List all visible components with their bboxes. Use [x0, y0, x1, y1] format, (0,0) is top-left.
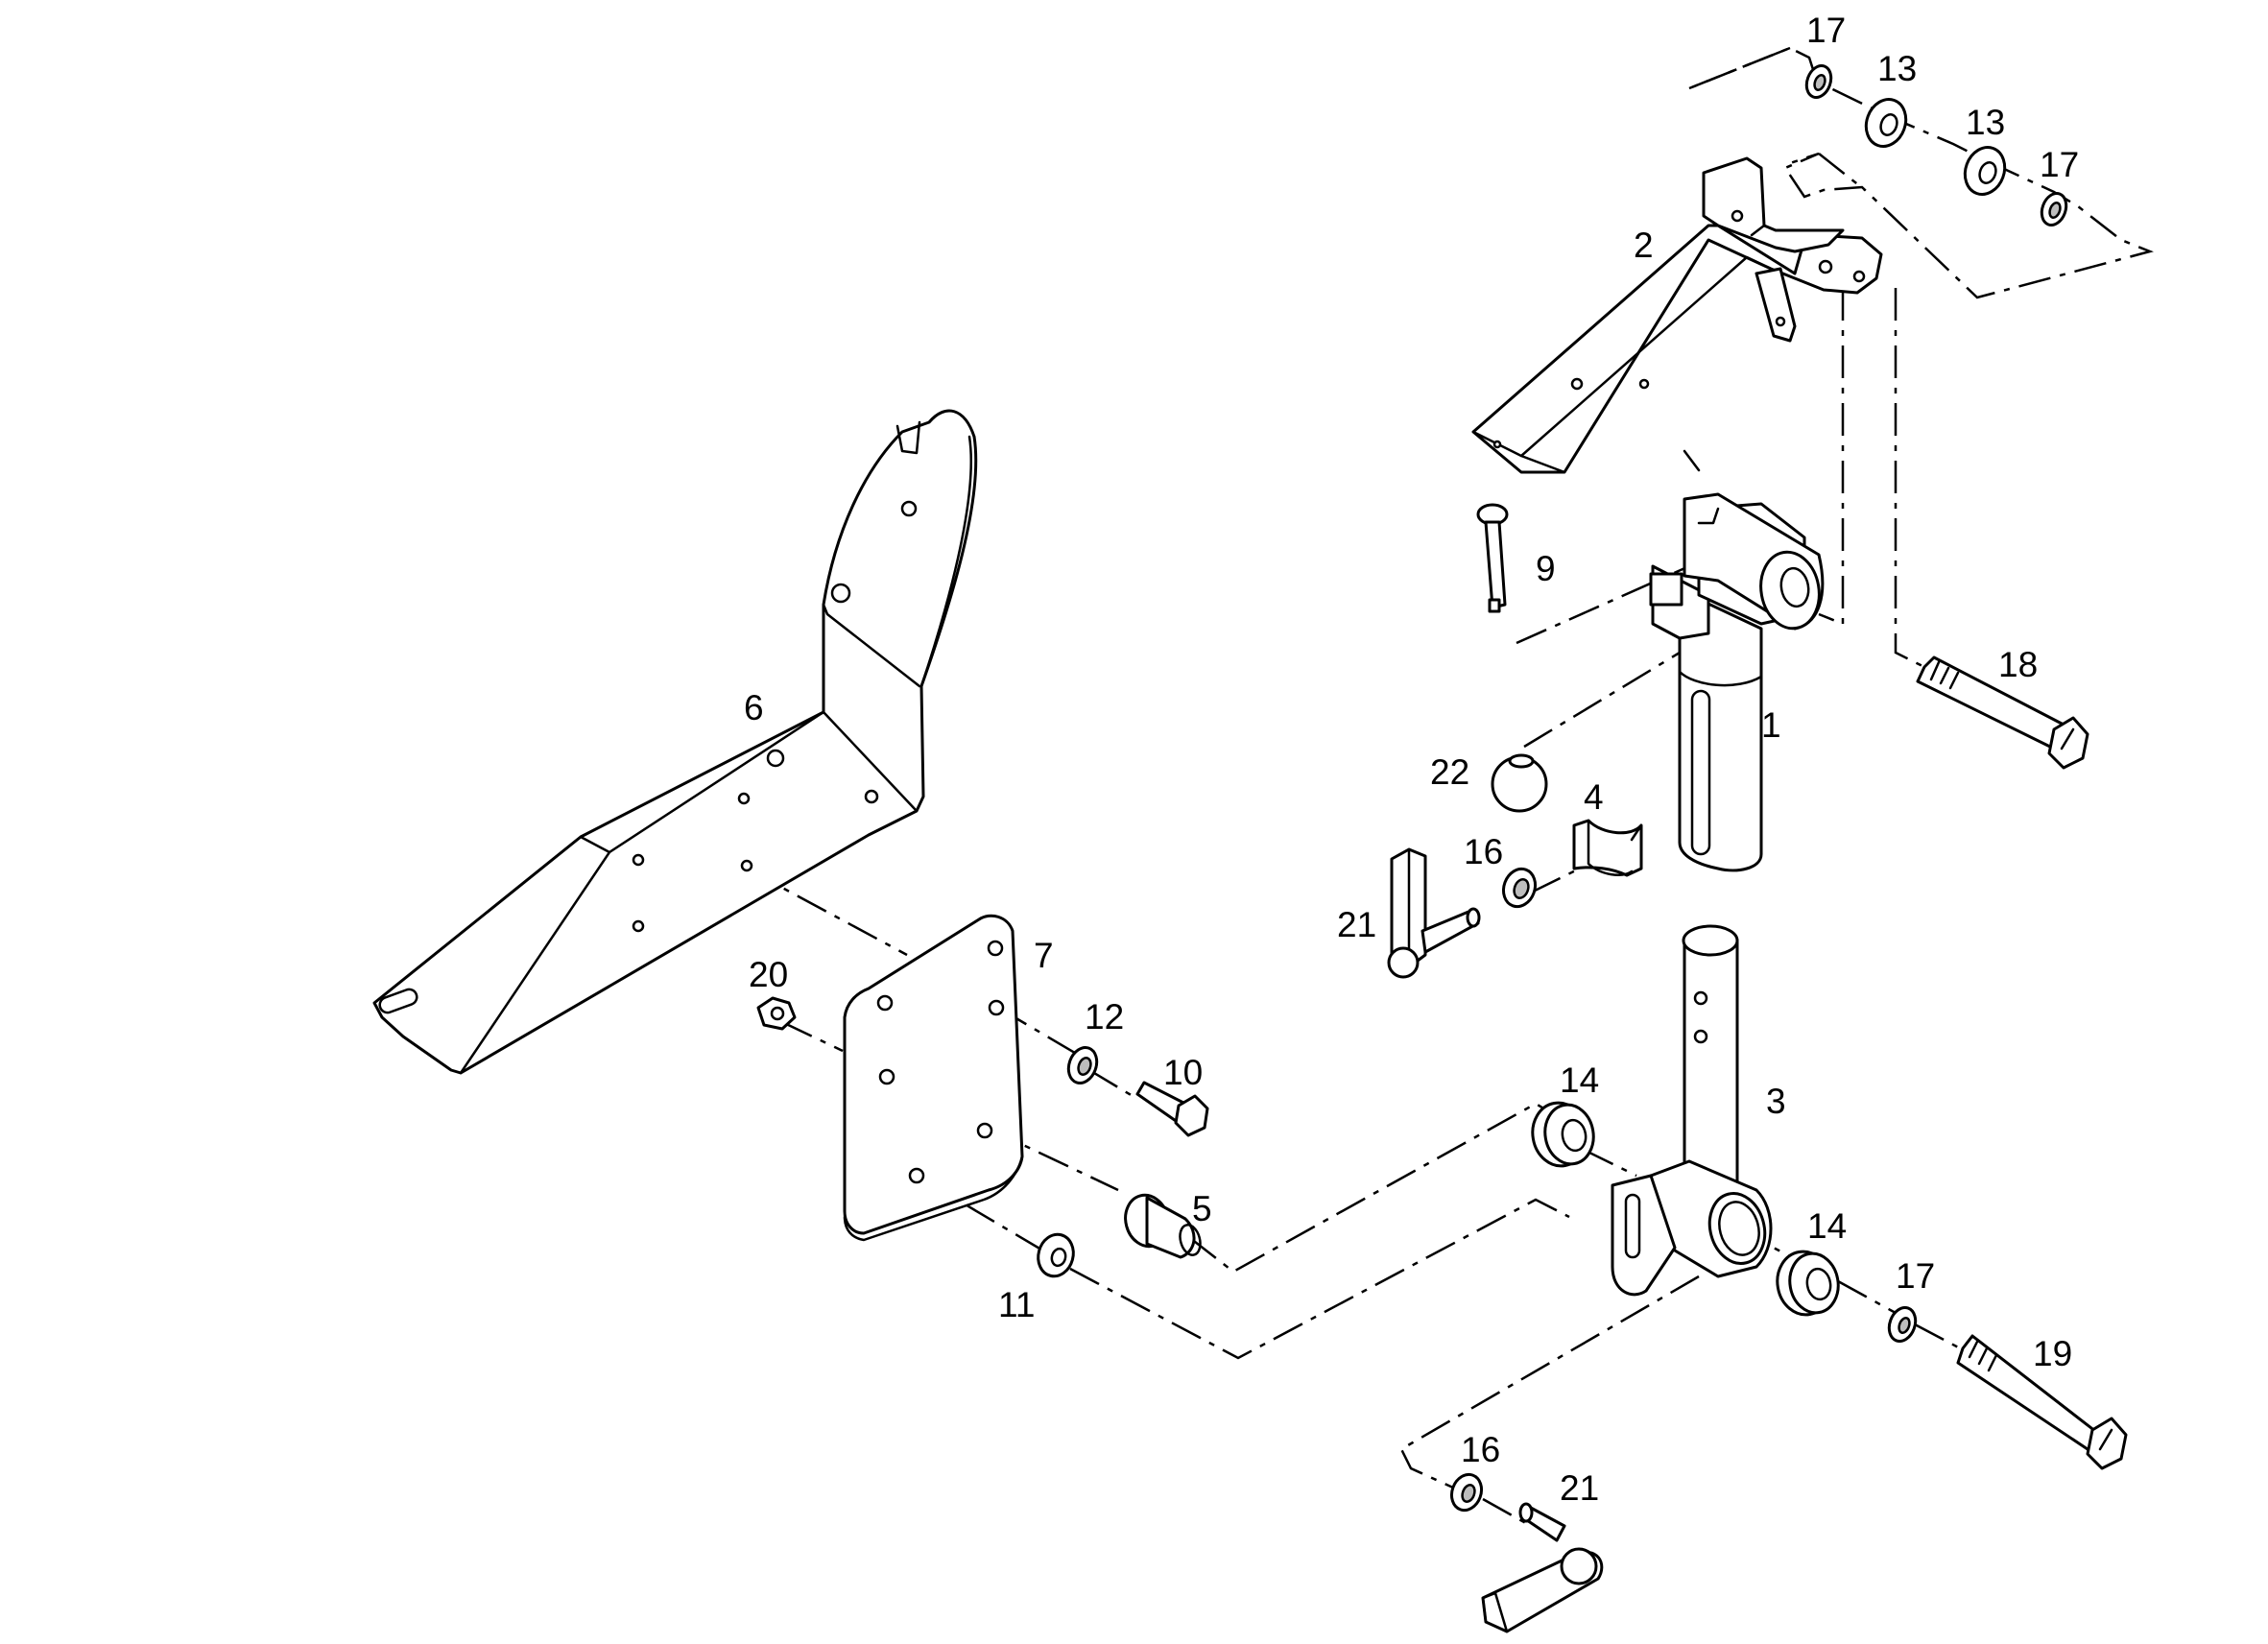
callout-6: 6 — [744, 688, 764, 727]
callout-1: 1 — [1761, 705, 1781, 745]
part-10-bolt — [1135, 1081, 1209, 1137]
part-7-mounting-plate — [843, 914, 1024, 1242]
part-4-clip — [1572, 819, 1643, 877]
washer-11 — [1037, 1232, 1075, 1278]
callout-21-lower: 21 — [1560, 1468, 1599, 1508]
callout-16-upper: 16 — [1464, 832, 1503, 871]
washer-16-upper — [1501, 867, 1538, 909]
washer-17-top-left — [1804, 64, 1833, 99]
callout-22: 22 — [1430, 752, 1469, 792]
callout-17-top-right: 17 — [2040, 145, 2079, 184]
callout-2: 2 — [1634, 226, 1654, 265]
washer-16-lower — [1449, 1472, 1484, 1513]
callout-17-lower: 17 — [1896, 1256, 1935, 1296]
callout-10: 10 — [1163, 1053, 1203, 1092]
part-21-key-upper — [1387, 847, 1481, 979]
callout-5: 5 — [1192, 1189, 1212, 1228]
washer-13-a — [1864, 98, 1908, 148]
part-1-pivot-body — [1649, 492, 1825, 872]
callout-19: 19 — [2033, 1334, 2072, 1373]
callout-7: 7 — [1034, 936, 1054, 975]
part-19-bolt — [1956, 1334, 2128, 1470]
callout-21-upper: 21 — [1337, 905, 1376, 944]
washer-12 — [1066, 1046, 1099, 1084]
part-22-ball — [1491, 753, 1548, 813]
callout-16-lower: 16 — [1461, 1430, 1500, 1469]
callout-4: 4 — [1584, 777, 1604, 817]
callout-20: 20 — [749, 955, 788, 994]
callout-18: 18 — [1998, 645, 2038, 684]
part-9-pin — [1476, 503, 1509, 613]
washer-17-top-right — [2040, 192, 2068, 226]
part-20-nut — [756, 996, 797, 1031]
callout-11: 11 — [998, 1285, 1035, 1324]
callout-13-a: 13 — [1877, 49, 1917, 88]
part-14-bearing-left — [1531, 1101, 1595, 1168]
callout-14-right: 14 — [1807, 1206, 1847, 1246]
callout-3: 3 — [1766, 1082, 1786, 1121]
leader-lines — [1683, 449, 1701, 472]
callout-13-b: 13 — [1966, 103, 2005, 142]
part-6-mounting-bracket — [372, 409, 978, 1075]
callout-14-left: 14 — [1560, 1060, 1599, 1100]
part-14-bearing-right — [1776, 1250, 1840, 1317]
washer-13-b — [1963, 146, 2007, 196]
washer-17-lower — [1887, 1306, 1918, 1343]
part-18-bolt — [1916, 655, 2089, 770]
part-21-key-lower — [1481, 1502, 1604, 1633]
part-5-bushing — [1124, 1193, 1202, 1259]
callout-12: 12 — [1085, 997, 1124, 1036]
callout-9: 9 — [1536, 549, 1556, 588]
part-3-stem-sleeve — [1611, 924, 1773, 1297]
callout-17-top-left: 17 — [1806, 11, 1846, 50]
callout-labels: 17 13 13 17 2 9 18 1 22 4 16 21 6 7 20 1… — [744, 11, 2079, 1508]
part-2-arm-bracket — [1471, 156, 1883, 474]
